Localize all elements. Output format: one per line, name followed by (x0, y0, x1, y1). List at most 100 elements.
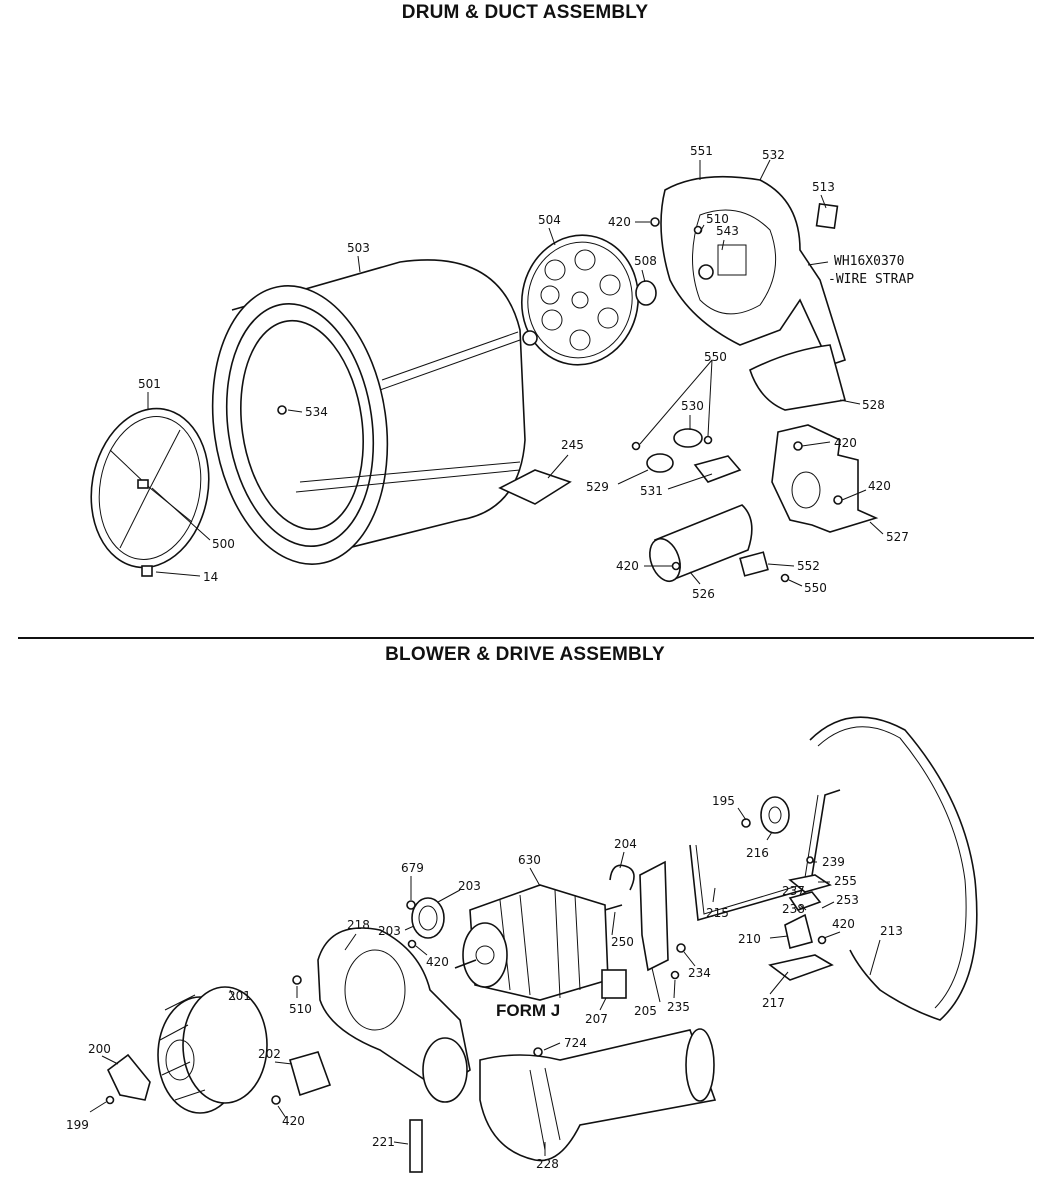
bracket-part-513 (815, 202, 839, 230)
terminal-block-part-531 (693, 455, 742, 483)
callout-200: 200 (88, 1042, 111, 1056)
callout-213: 213 (880, 924, 903, 938)
callout-221: 221 (372, 1135, 395, 1149)
callout-205: 205 (634, 1004, 657, 1018)
screw-part (833, 495, 843, 505)
callout-500: 500 (212, 537, 235, 551)
screw-part (806, 856, 814, 864)
bracket-part-255 (788, 874, 832, 893)
callout-527: 527 (886, 530, 909, 544)
screw-part (817, 935, 827, 945)
section-divider (18, 637, 1034, 639)
callout-201: 201 (228, 989, 251, 1003)
rear-bulkhead-part (520, 234, 640, 366)
screw-part (407, 939, 417, 949)
drum-part (211, 259, 526, 565)
bracket-part-210 (784, 913, 813, 949)
capacitor-part (649, 504, 753, 583)
callout-wire-strap: -WIRE STRAP (828, 272, 915, 287)
callout-14: 14 (203, 570, 219, 584)
screw-part (793, 441, 803, 451)
motor-clip-part-203 (411, 897, 445, 939)
callout-207: 207 (585, 1012, 608, 1026)
drum-belt-part (809, 716, 978, 1021)
callout-217: 217 (762, 996, 785, 1010)
callout-530: 530 (681, 399, 704, 413)
callout-237: 237 (782, 884, 805, 898)
callout-195: 195 (712, 794, 735, 808)
screw-part (406, 900, 416, 910)
screw-part (741, 818, 751, 828)
switch-part-207 (601, 969, 627, 999)
thermostat-part-529 (646, 453, 674, 473)
callout-wh16x0370: WH16X0370 (834, 254, 905, 269)
bracket-part-238 (788, 891, 822, 911)
drum-belt-edge (817, 726, 967, 1009)
callout-420: 420 (282, 1114, 305, 1128)
callout-leaders-top (147, 159, 884, 587)
callout-228: 228 (536, 1157, 559, 1171)
callout-420: 420 (608, 215, 631, 229)
motor-bracket-part-205 (639, 860, 669, 972)
callout-508: 508 (634, 254, 657, 268)
duct-extension-part (771, 424, 879, 533)
callout-234: 234 (688, 966, 711, 980)
clip-part-552 (739, 551, 769, 577)
idler-pulley-part (760, 796, 790, 834)
callout-204: 204 (614, 837, 637, 851)
callout-420: 420 (616, 559, 639, 573)
callout-420: 420 (832, 917, 855, 931)
screw-part (631, 441, 641, 451)
callout-253: 253 (836, 893, 859, 907)
callout-218: 218 (347, 918, 370, 932)
callout-513: 513 (812, 180, 835, 194)
callout-215: 215 (706, 906, 729, 920)
callout-504: 504 (538, 213, 561, 227)
blower-wheel-part (157, 986, 268, 1114)
clip-part-14 (141, 565, 153, 577)
screw-part (703, 435, 713, 445)
form-j-label: FORM J (496, 1001, 561, 1020)
callout-679: 679 (401, 861, 424, 875)
callout-529: 529 (586, 480, 609, 494)
screw-part (676, 943, 686, 953)
callout-510: 510 (289, 1002, 312, 1016)
drum-duct-assembly-title: DRUM & DUCT ASSEMBLY (401, 2, 649, 23)
motor-part (454, 884, 623, 1001)
clip-part-202 (289, 1051, 332, 1097)
callout-245: 245 (561, 438, 584, 452)
callout-202: 202 (258, 1047, 281, 1061)
screw-part (780, 573, 790, 583)
callout-420: 420 (834, 436, 857, 450)
callout-550: 550 (704, 350, 727, 364)
screw-part (533, 1047, 543, 1057)
bracket-part-217 (768, 954, 834, 981)
exhaust-duct-part (479, 1028, 717, 1162)
screw-part (693, 225, 703, 235)
screw-part (271, 1095, 281, 1105)
callout-724: 724 (564, 1036, 587, 1050)
duct-part-528 (749, 344, 847, 411)
callout-199: 199 (66, 1118, 89, 1132)
callout-630: 630 (518, 853, 541, 867)
callout-420: 420 (426, 955, 449, 969)
screw-part (650, 217, 660, 227)
callout-210: 210 (738, 932, 761, 946)
callout-551: 551 (690, 144, 713, 158)
plate-part-245 (498, 469, 572, 505)
callout-216: 216 (746, 846, 769, 860)
callout-239: 239 (822, 855, 845, 869)
callout-532: 532 (762, 148, 785, 162)
blower-drive-assembly-title: BLOWER & DRIVE ASSEMBLY (385, 644, 665, 665)
callout-550: 550 (804, 581, 827, 595)
blower-housing-part (660, 175, 846, 366)
callout-501: 501 (138, 377, 161, 391)
screw-part (292, 975, 302, 985)
callout-503: 503 (347, 241, 370, 255)
screw-part (105, 1095, 115, 1105)
callout-531: 531 (640, 484, 663, 498)
thermostat-part-530 (673, 428, 703, 448)
callout-534: 534 (305, 405, 328, 419)
